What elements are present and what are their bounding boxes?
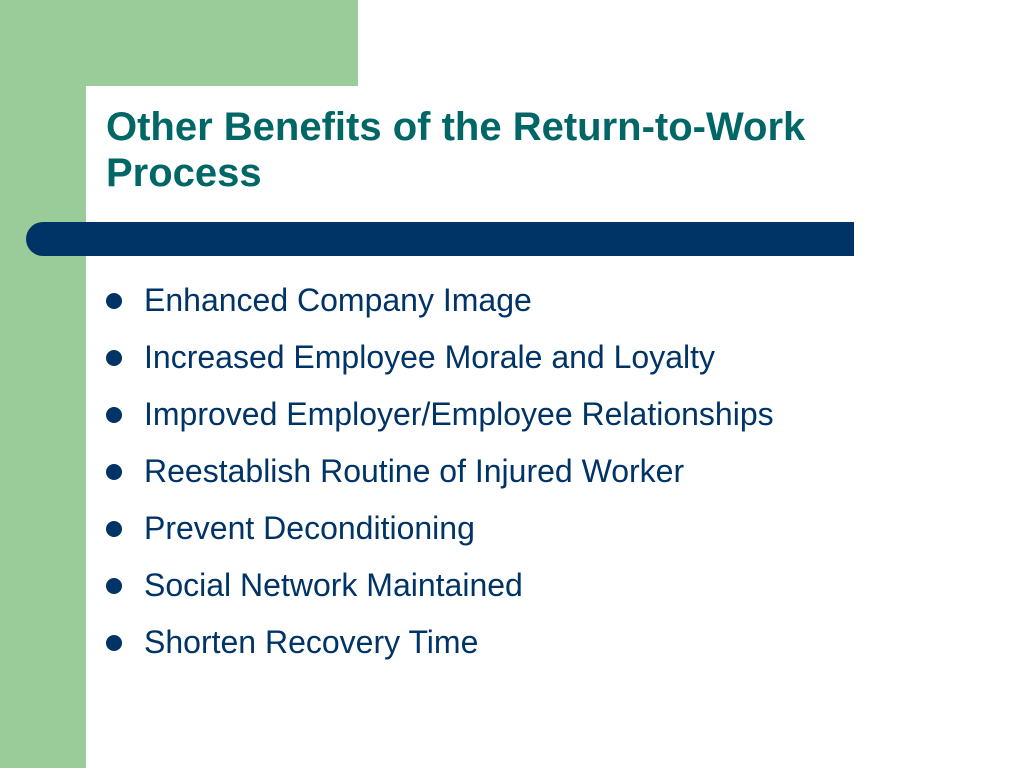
bullet-dot-icon bbox=[106, 292, 122, 309]
bullet-item: Social Network Maintained bbox=[106, 557, 774, 614]
bullet-dot-icon bbox=[106, 349, 122, 366]
bullet-item: Prevent Deconditioning bbox=[106, 500, 774, 557]
bullet-dot-icon bbox=[106, 406, 122, 423]
bullet-item: Reestablish Routine of Injured Worker bbox=[106, 443, 774, 500]
bullet-text: Enhanced Company Image bbox=[144, 282, 532, 318]
slide-title-line-1: Other Benefits of the Return-to-Work bbox=[106, 105, 806, 149]
content-panel bbox=[86, 86, 1024, 768]
slide-title: Other Benefits of the Return-to-Work Pro… bbox=[106, 104, 986, 196]
slide-title-line-2: Process bbox=[106, 151, 262, 195]
green-left-strip bbox=[0, 0, 86, 768]
bullet-dot-icon bbox=[106, 577, 122, 594]
green-top-block bbox=[0, 0, 358, 86]
bullet-text: Improved Employer/Employee Relationships bbox=[144, 396, 774, 432]
bullet-text: Reestablish Routine of Injured Worker bbox=[144, 453, 685, 489]
bullet-item: Increased Employee Morale and Loyalty bbox=[106, 329, 774, 386]
bullet-item: Enhanced Company Image bbox=[106, 272, 774, 329]
title-divider-bar bbox=[26, 222, 854, 256]
bullet-text: Shorten Recovery Time bbox=[144, 624, 479, 660]
bullet-dot-icon bbox=[106, 520, 122, 537]
bullet-text: Increased Employee Morale and Loyalty bbox=[144, 339, 715, 375]
bullet-item: Improved Employer/Employee Relationships bbox=[106, 386, 774, 443]
bullet-text: Prevent Deconditioning bbox=[144, 510, 475, 546]
bullet-dot-icon bbox=[106, 463, 122, 480]
bullet-text: Social Network Maintained bbox=[144, 567, 523, 603]
bullet-item: Shorten Recovery Time bbox=[106, 614, 774, 671]
bullet-dot-icon bbox=[106, 634, 122, 651]
bullet-list: Enhanced Company Image Increased Employe… bbox=[106, 272, 774, 671]
